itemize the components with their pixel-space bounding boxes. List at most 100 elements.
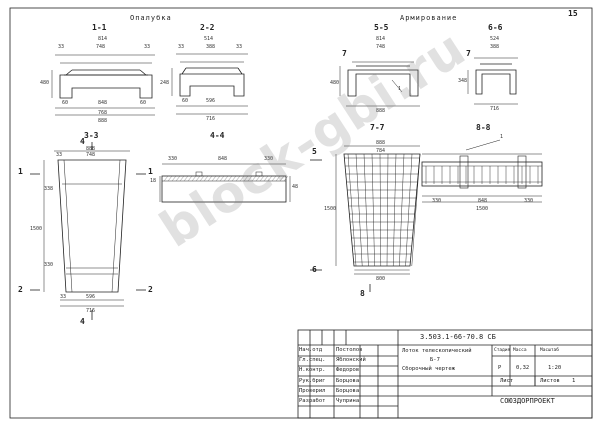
dim-3-3-1: 33 — [56, 152, 63, 158]
dim-2-2-0: 514 — [204, 36, 214, 42]
section-label-4-4: 4-4 — [210, 131, 225, 140]
dim-7-7-2: 800 — [376, 276, 386, 282]
dim-4-4-1: 848 — [218, 156, 228, 162]
sheet-label: Лист — [500, 378, 514, 384]
dim-3-3-5: 33 — [60, 294, 67, 300]
cut-mark-7-left: 7 — [342, 49, 347, 58]
dim-1-1-3: 33 — [144, 44, 151, 50]
role-2: Н.контр. — [299, 367, 326, 373]
header-formwork: Опалубка — [130, 14, 172, 22]
dim-7-7-3: 1500 — [324, 206, 337, 212]
dim-2-2-5: 60 — [182, 98, 189, 104]
cut-mark-1-right: 1 — [148, 167, 153, 176]
section-label-8-8: 8-8 — [476, 123, 491, 132]
cut-mark-6: 6 — [312, 265, 317, 274]
mass-value: 0,32 — [516, 365, 530, 371]
dim-1-1-5: 60 — [62, 100, 69, 106]
dim-3-3-0: 888 — [86, 146, 96, 152]
section-label-2-2: 2-2 — [200, 23, 215, 32]
dim-1-1-7: 60 — [140, 100, 147, 106]
title-block-grid — [297, 329, 593, 419]
col-mass: Масса — [513, 348, 527, 353]
section-label-1-1: 1-1 — [92, 23, 107, 32]
section-2-2-drawing — [171, 53, 248, 115]
role-3: Рук.бриг — [299, 378, 326, 384]
dim-2-2-3: 33 — [236, 44, 243, 50]
dim-5-5-1: 748 — [376, 44, 386, 50]
dim-2-2-4: 248 — [160, 80, 170, 86]
dim-8-8-1: 848 — [478, 198, 488, 204]
sheet-number: 15 — [568, 9, 578, 18]
dim-8-8-2: 330 — [524, 198, 534, 204]
dim-1-1-4: 480 — [40, 80, 50, 86]
dim-6-6-3: 716 — [490, 106, 500, 112]
section-8-8-drawing — [421, 139, 543, 203]
doc-name-line2: Б-7 — [430, 357, 440, 363]
section-1-1-drawing — [51, 54, 155, 116]
cut-mark-4-top: 4 — [80, 137, 85, 146]
col-stage: Стадия — [494, 348, 511, 353]
dim-2-2-7: 716 — [206, 116, 216, 122]
dim-4-4-4: 48 — [292, 184, 299, 190]
dim-6-6-2: 348 — [458, 78, 468, 84]
name-2: Федоров — [336, 367, 360, 373]
dim-1-1-2: 748 — [96, 44, 106, 50]
dim-1-1-6: 848 — [98, 100, 108, 106]
dim-5-5-3: 888 — [376, 108, 386, 114]
dim-3-3-7: 716 — [86, 308, 96, 314]
dim-1-1-0: 814 — [98, 36, 108, 42]
dim-4-4-0: 330 — [168, 156, 178, 162]
section-5-5-drawing — [339, 61, 420, 107]
doc-name-line3: Сборочный чертеж — [402, 366, 455, 372]
dim-7-7-0: 888 — [376, 140, 386, 146]
col-scale: Масштаб — [540, 348, 559, 353]
role-4: Проверил — [299, 388, 326, 394]
role-1: Гл.спец. — [299, 357, 326, 363]
reinforcement-mesh — [344, 153, 421, 271]
dim-2-2-2: 388 — [206, 44, 216, 50]
stage-value: Р — [498, 365, 502, 371]
dim-5-5-2: 480 — [330, 80, 340, 86]
sheets-label: Листов — [540, 378, 560, 384]
dim-6-6-0: 524 — [490, 36, 500, 42]
dim-5-5-0: 814 — [376, 36, 386, 42]
name-3: Борцова — [336, 378, 360, 384]
section-6-6-drawing — [467, 57, 518, 105]
dim-8-8-3: 1500 — [476, 206, 489, 212]
sheets-count: 1 — [572, 378, 576, 384]
section-label-3-3: 3-3 — [84, 131, 99, 140]
cut-mark-4-bottom: 4 — [80, 317, 85, 326]
dim-3-3-6: 596 — [86, 294, 96, 300]
organization: СОЮЗДОРПРОЕКТ — [500, 397, 555, 405]
doc-name-line1: Лоток телескопический — [402, 348, 472, 354]
dim-1-1-8: 768 — [98, 110, 108, 116]
dim-1-1-9: 888 — [98, 118, 108, 124]
role-5: Разработ — [299, 398, 326, 404]
name-1: Яблонский — [336, 357, 366, 363]
section-label-5-5: 5-5 — [374, 23, 389, 32]
cut-mark-1-left: 1 — [18, 167, 23, 176]
section-label-7-7: 7-7 — [370, 123, 385, 132]
cut-mark-5: 5 — [312, 147, 317, 156]
cut-mark-2-left: 2 — [18, 285, 23, 294]
concrete-hatching — [163, 175, 289, 182]
cut-mark-7-right: 7 — [466, 49, 471, 58]
dim-7-7-1: 784 — [376, 148, 386, 154]
dim-3-3-2: 748 — [86, 152, 96, 158]
section-label-6-6: 6-6 — [488, 23, 503, 32]
dim-3-3-4: 338 — [44, 186, 54, 192]
dim-3-3-8: 330 — [44, 262, 54, 268]
role-0: Нач.отд — [299, 347, 323, 353]
dim-8-8-0: 330 — [432, 198, 442, 204]
dim-2-2-1: 33 — [178, 44, 185, 50]
name-5: Чуприна — [336, 398, 360, 404]
section-3-3-drawing — [30, 142, 146, 320]
header-reinforcement: Армирование — [400, 14, 458, 22]
dim-5-5-4: 1 — [398, 86, 402, 92]
dim-8-8-4: 1 — [500, 134, 504, 140]
dim-2-2-6: 596 — [206, 98, 216, 104]
dim-6-6-1: 388 — [490, 44, 500, 50]
dim-1-1-1: 33 — [58, 44, 65, 50]
